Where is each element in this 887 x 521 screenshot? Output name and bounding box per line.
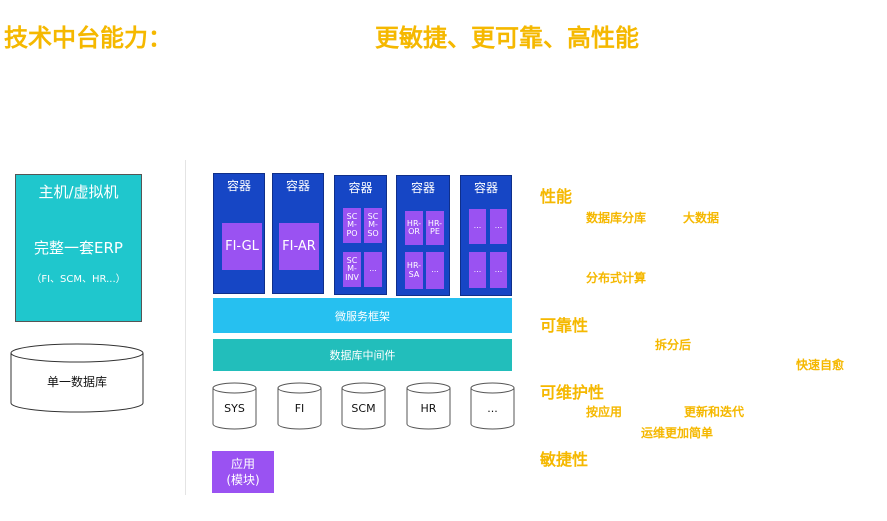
feature-update-iterate: 更新和迭代 [684, 405, 745, 419]
database-cylinder-scm: SCM [341, 382, 386, 430]
container-title: 容器 [410, 181, 435, 195]
single-database-cylinder: 单一数据库 [10, 343, 144, 413]
cylinder-shape [10, 343, 144, 413]
feature-per-app: 按应用 [586, 405, 623, 419]
feature-self-heal: 快速自愈 [796, 358, 845, 372]
title-left: 技术中台能力： [4, 24, 172, 52]
cylinder-shape [277, 382, 322, 430]
database-cylinder-more: ... [470, 382, 515, 430]
feature-after-split: 拆分后 [655, 338, 692, 352]
database-middleware-band: 数据库中间件 [213, 339, 512, 371]
cylinder-shape [341, 382, 386, 430]
divider [185, 160, 186, 495]
module-label: (模块) [226, 473, 260, 487]
cylinder-shape [406, 382, 451, 430]
app-module-legend: 应用 (模块) [212, 451, 274, 493]
module-hr-or: HR-OR [405, 211, 423, 245]
cylinder-shape [470, 382, 515, 430]
database-cylinder-fi: FI [277, 382, 322, 430]
module-scm-po: SC M-PO [343, 208, 361, 243]
container-title: 容器 [348, 181, 373, 195]
feature-db-sharding: 数据库分库 [586, 211, 647, 225]
container-fi-ar: 容器 FI-AR [272, 173, 324, 294]
module-more-1: ... [469, 209, 486, 244]
erp-label: 完整一套ERP [34, 239, 123, 257]
module-hr-pe: HR-PE [426, 211, 444, 245]
module-more-4: ... [490, 252, 507, 288]
host-label: 主机/虚拟机 [38, 183, 119, 201]
container-fi-gl: 容器 FI-GL [213, 173, 265, 294]
container-title: 容器 [226, 179, 251, 193]
feature-distributed: 分布式计算 [586, 271, 647, 285]
module-more-2: ... [490, 209, 507, 244]
container-title: 容器 [473, 181, 498, 195]
module-hr-more: ... [426, 252, 444, 289]
app-label: 应用 [230, 457, 255, 471]
host-box: 主机/虚拟机 完整一套ERP （FI、SCM、HR...） [15, 174, 142, 322]
database-label: ... [487, 402, 498, 415]
container-hr: 容器 HR-OR HR-PE HR-SA ... [396, 175, 450, 296]
container-title: 容器 [285, 179, 310, 193]
feature-big-data: 大数据 [683, 211, 720, 225]
database-label: SCM [351, 402, 376, 415]
container-more: 容器 ... ... ... ... [460, 175, 512, 296]
feature-ops-simpler: 运维更加简单 [641, 426, 714, 440]
module-scm-more: ... [364, 252, 382, 287]
single-database-label: 单一数据库 [46, 375, 107, 389]
module-fi-ar: FI-AR [279, 223, 319, 270]
cylinder-shape [212, 382, 257, 430]
feature-agility: 敏捷性 [540, 450, 589, 469]
title-right: 更敏捷、更可靠、高性能 [375, 24, 639, 52]
feature-maintainability: 可维护性 [540, 383, 605, 402]
database-cylinder-hr: HR [406, 382, 451, 430]
module-hr-sa: HR-SA [405, 252, 423, 289]
database-label: SYS [224, 402, 245, 415]
module-scm-inv: SC M-INV [343, 252, 361, 287]
database-label: HR [420, 402, 437, 415]
database-cylinder-sys: SYS [212, 382, 257, 430]
module-scm-so: SC M-SO [364, 208, 382, 243]
database-label: FI [294, 402, 305, 415]
microservice-framework-band: 微服务框架 [213, 298, 512, 333]
erp-modules-label: （FI、SCM、HR...） [31, 274, 126, 285]
module-more-3: ... [469, 252, 486, 288]
feature-reliability: 可靠性 [540, 316, 589, 335]
module-fi-gl: FI-GL [222, 223, 262, 270]
container-scm: 容器 SC M-PO SC M-SO SC M-INV ... [334, 175, 387, 295]
feature-performance: 性能 [540, 187, 573, 206]
